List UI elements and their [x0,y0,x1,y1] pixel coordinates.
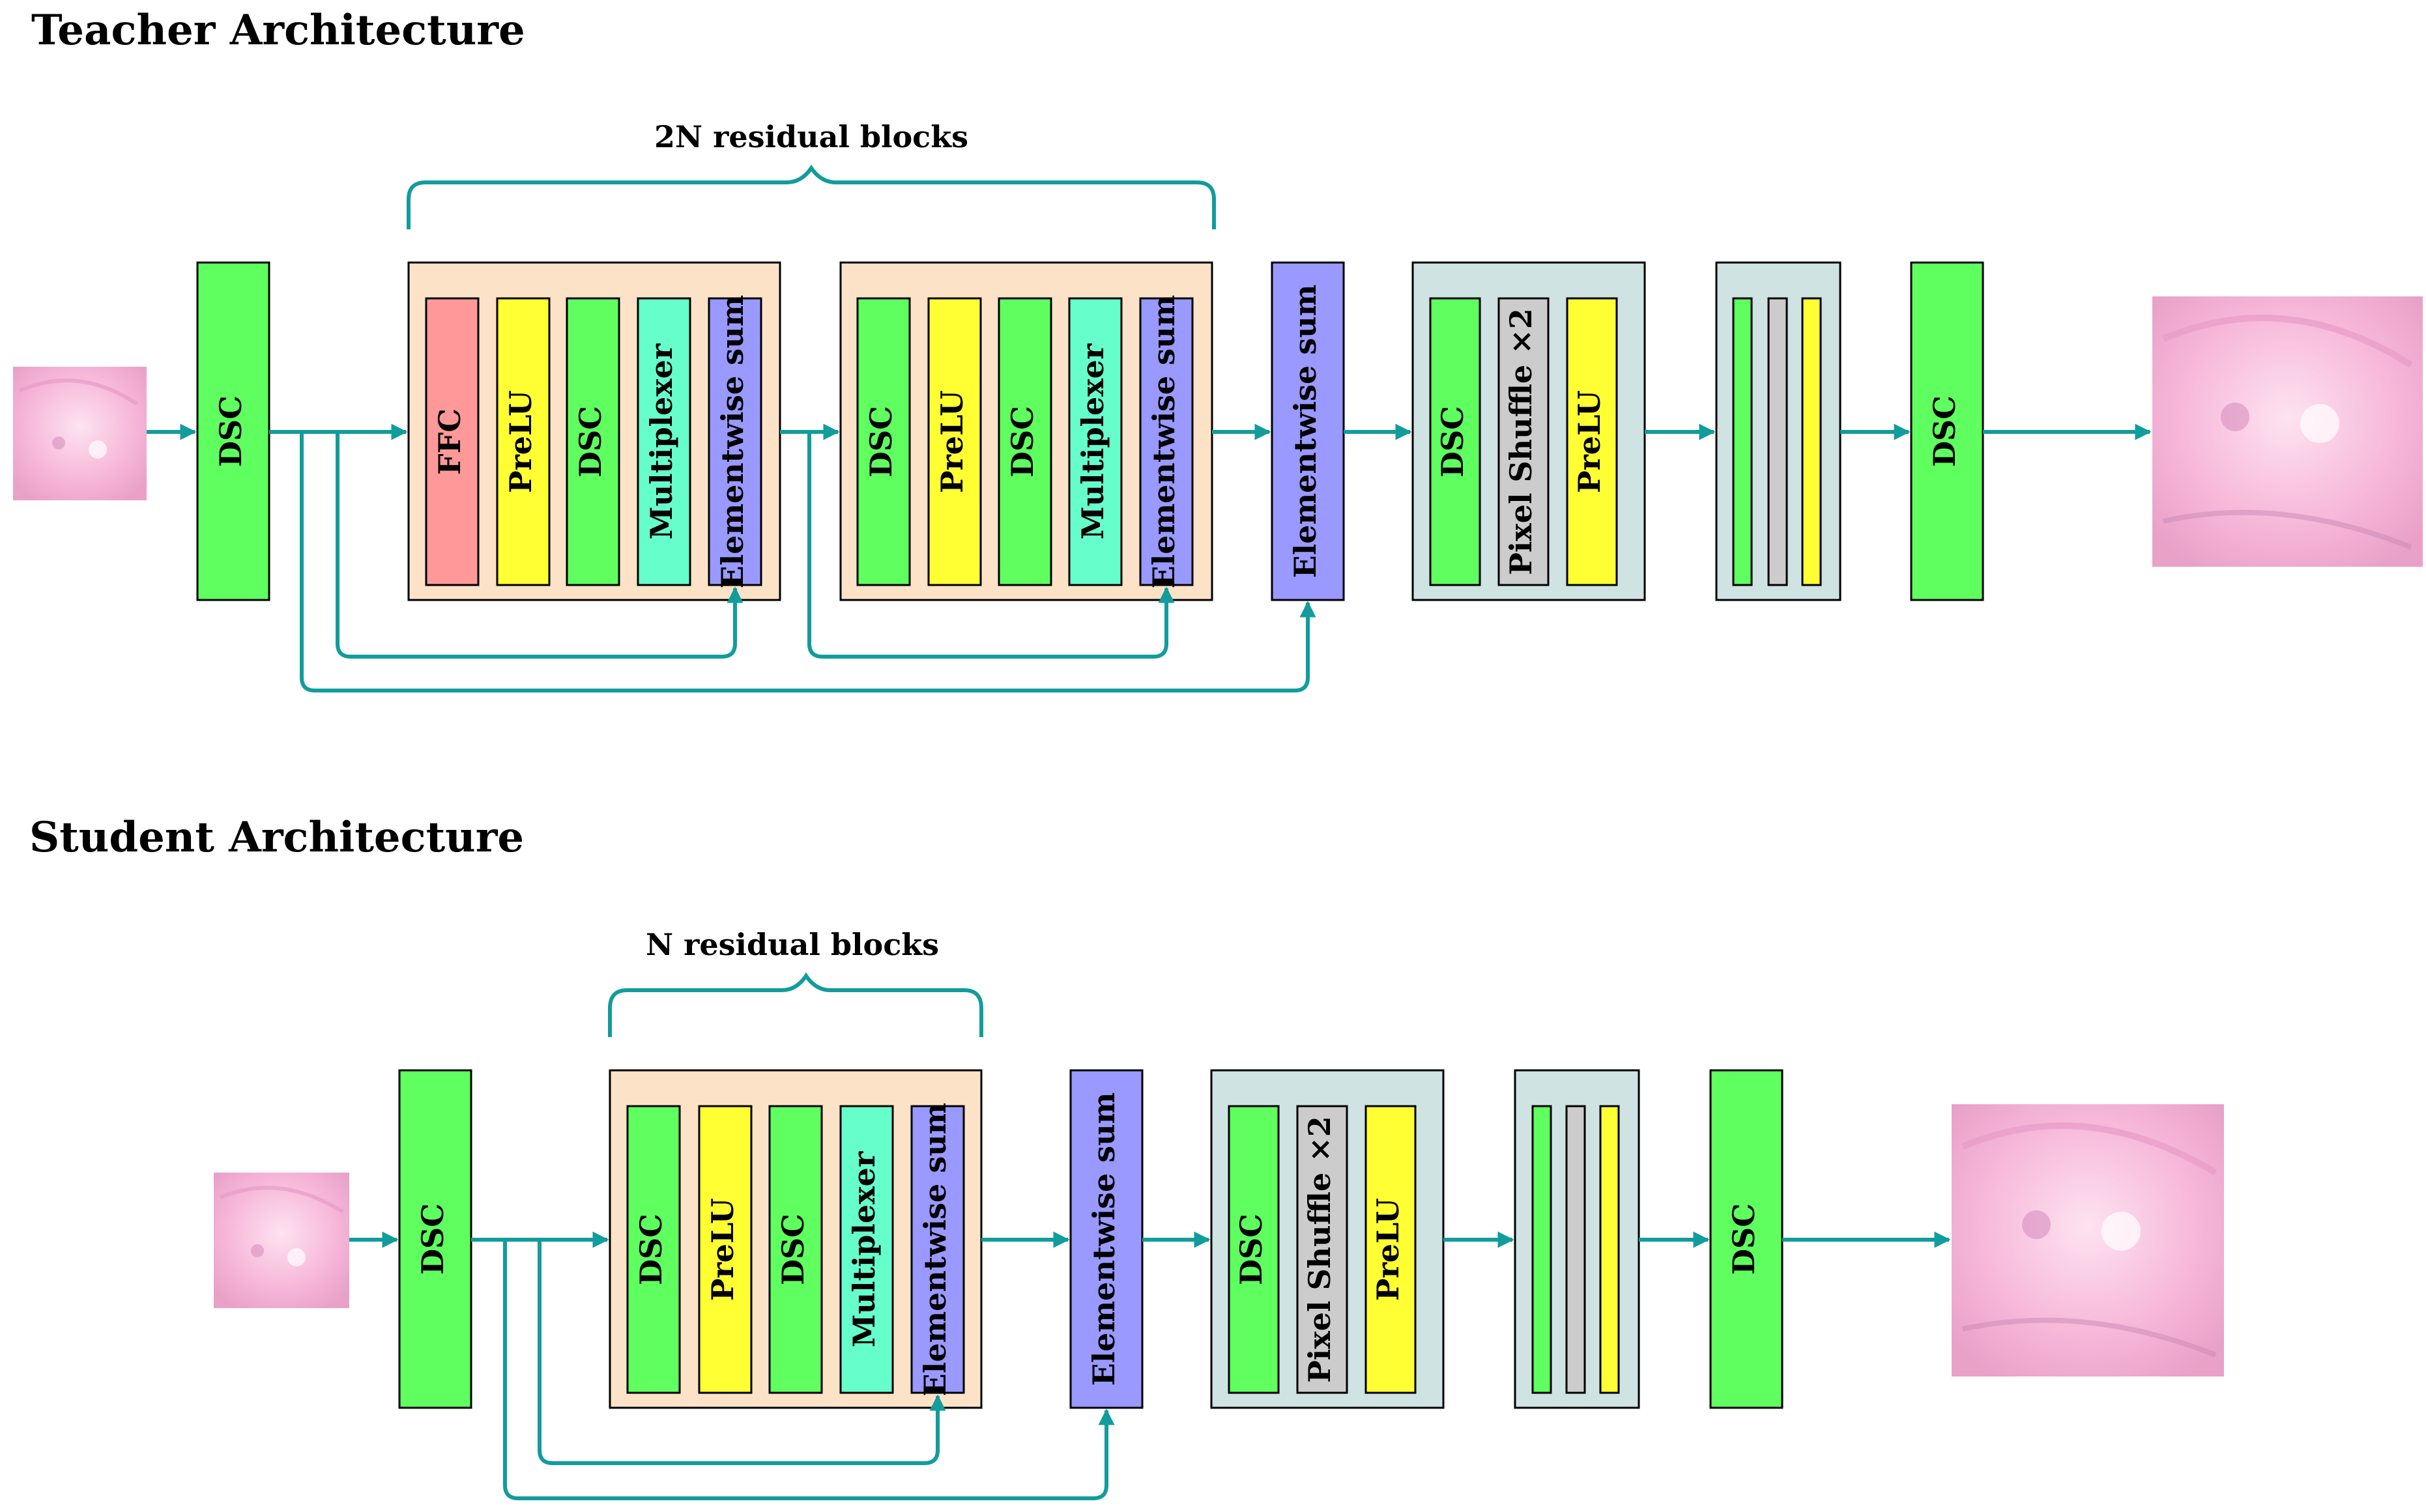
svg-text:DSC: DSC [213,395,248,467]
svg-text:Elementwise sum: Elementwise sum [1288,285,1323,578]
svg-text:DSC: DSC [573,406,608,478]
teacher-connections [147,423,2152,692]
svg-text:DSC: DSC [863,406,899,478]
svg-text:PreLU: PreLU [705,1198,740,1301]
svg-text:PreLU: PreLU [503,390,538,493]
student-title: Student Architecture [29,813,524,862]
svg-text:PreLU: PreLU [1572,390,1607,493]
teacher-upsample-block-compact [1715,261,1841,601]
teacher-dsc-output: DSC [1910,261,1984,601]
student-dsc-input: DSC [398,1069,472,1409]
teacher-elementwise-sum: Elementwise sum [1271,261,1345,601]
svg-text:Pixel Shuffle ×2: Pixel Shuffle ×2 [1302,1116,1337,1383]
prelu-block: PreLU [1365,1105,1417,1394]
dsc-block: DSC [768,1105,823,1394]
svg-text:DSC: DSC [775,1214,811,1285]
svg-text:Multiplexer: Multiplexer [1075,343,1110,539]
svg-text:Elementwise sum: Elementwise sum [917,1103,953,1397]
student-upsample-block: DSC Pixel Shuffle ×2 PreLU [1210,1069,1445,1409]
teacher-residual-brace [407,164,1216,229]
svg-text:Pixel Shuffle ×2: Pixel Shuffle ×2 [1503,308,1538,575]
prelu-block: PreLU [698,1105,753,1394]
teacher-dsc-input: DSC [196,261,270,601]
elementwise-sum-block: Elementwise sum [910,1103,965,1397]
svg-text:PreLU: PreLU [934,390,970,493]
teacher-residual-block-1: FFC PreLU DSC Multiplexer Elementwise su… [407,261,781,601]
elementwise-sum-block: Elementwise sum [708,295,762,589]
svg-text:DSC: DSC [1927,395,1962,467]
dsc-block: DSC [566,297,620,586]
svg-text:PreLU: PreLU [1370,1198,1406,1301]
prelu-block: PreLU [1566,297,1618,586]
pixel-shuffle-block: Pixel Shuffle ×2 [1497,297,1550,586]
dsc-block: DSC [1429,297,1481,586]
dsc-block: DSC [856,297,911,586]
dsc-block: DSC [1228,1105,1280,1394]
student-upsample-block-compact [1514,1069,1640,1409]
student-connections [349,1231,1951,1500]
student-input-image [214,1173,349,1308]
svg-text:DSC: DSC [1234,1214,1269,1285]
teacher-title: Teacher Architecture [31,6,525,55]
prelu-block: PreLU [496,297,551,586]
teacher-brace-label: 2N residual blocks [654,119,968,154]
teacher-upsample-block: DSC Pixel Shuffle ×2 PreLU [1411,261,1646,601]
prelu-block: PreLU [927,297,982,586]
svg-text:Elementwise sum: Elementwise sum [1146,295,1181,589]
teacher-residual-block-2: DSC PreLU DSC Multiplexer Elementwise su… [839,261,1213,601]
elementwise-sum-block: Elementwise sum [1139,295,1194,589]
student-dsc-output: DSC [1709,1069,1783,1409]
student-residual-brace [608,972,983,1037]
svg-text:Elementwise sum: Elementwise sum [715,295,750,589]
svg-text:Multiplexer: Multiplexer [846,1151,882,1347]
teacher-input-image [13,367,147,500]
dsc-block: DSC [998,297,1052,586]
teacher-output-image [2152,296,2423,567]
student-output-image [1952,1104,2224,1376]
svg-text:Elementwise sum: Elementwise sum [1086,1092,1121,1386]
multiplexer-block: Multiplexer [1068,297,1123,586]
ffc-block: FFC [425,297,480,586]
multiplexer-block: Multiplexer [637,297,691,586]
student-elementwise-sum: Elementwise sum [1069,1069,1144,1409]
svg-text:DSC: DSC [633,1214,669,1285]
svg-text:FFC: FFC [432,408,467,475]
svg-text:Multiplexer: Multiplexer [644,343,679,539]
svg-text:DSC: DSC [1726,1203,1761,1275]
student-residual-block-1: DSC PreLU DSC Multiplexer Elementwise su… [609,1069,983,1409]
dsc-block: DSC [626,1105,681,1394]
svg-text:DSC: DSC [1435,406,1470,478]
svg-text:DSC: DSC [415,1203,450,1275]
svg-text:DSC: DSC [1005,406,1040,478]
student-brace-label: N residual blocks [646,927,939,962]
multiplexer-block: Multiplexer [839,1105,894,1394]
pixel-shuffle-block: Pixel Shuffle ×2 [1296,1105,1348,1394]
